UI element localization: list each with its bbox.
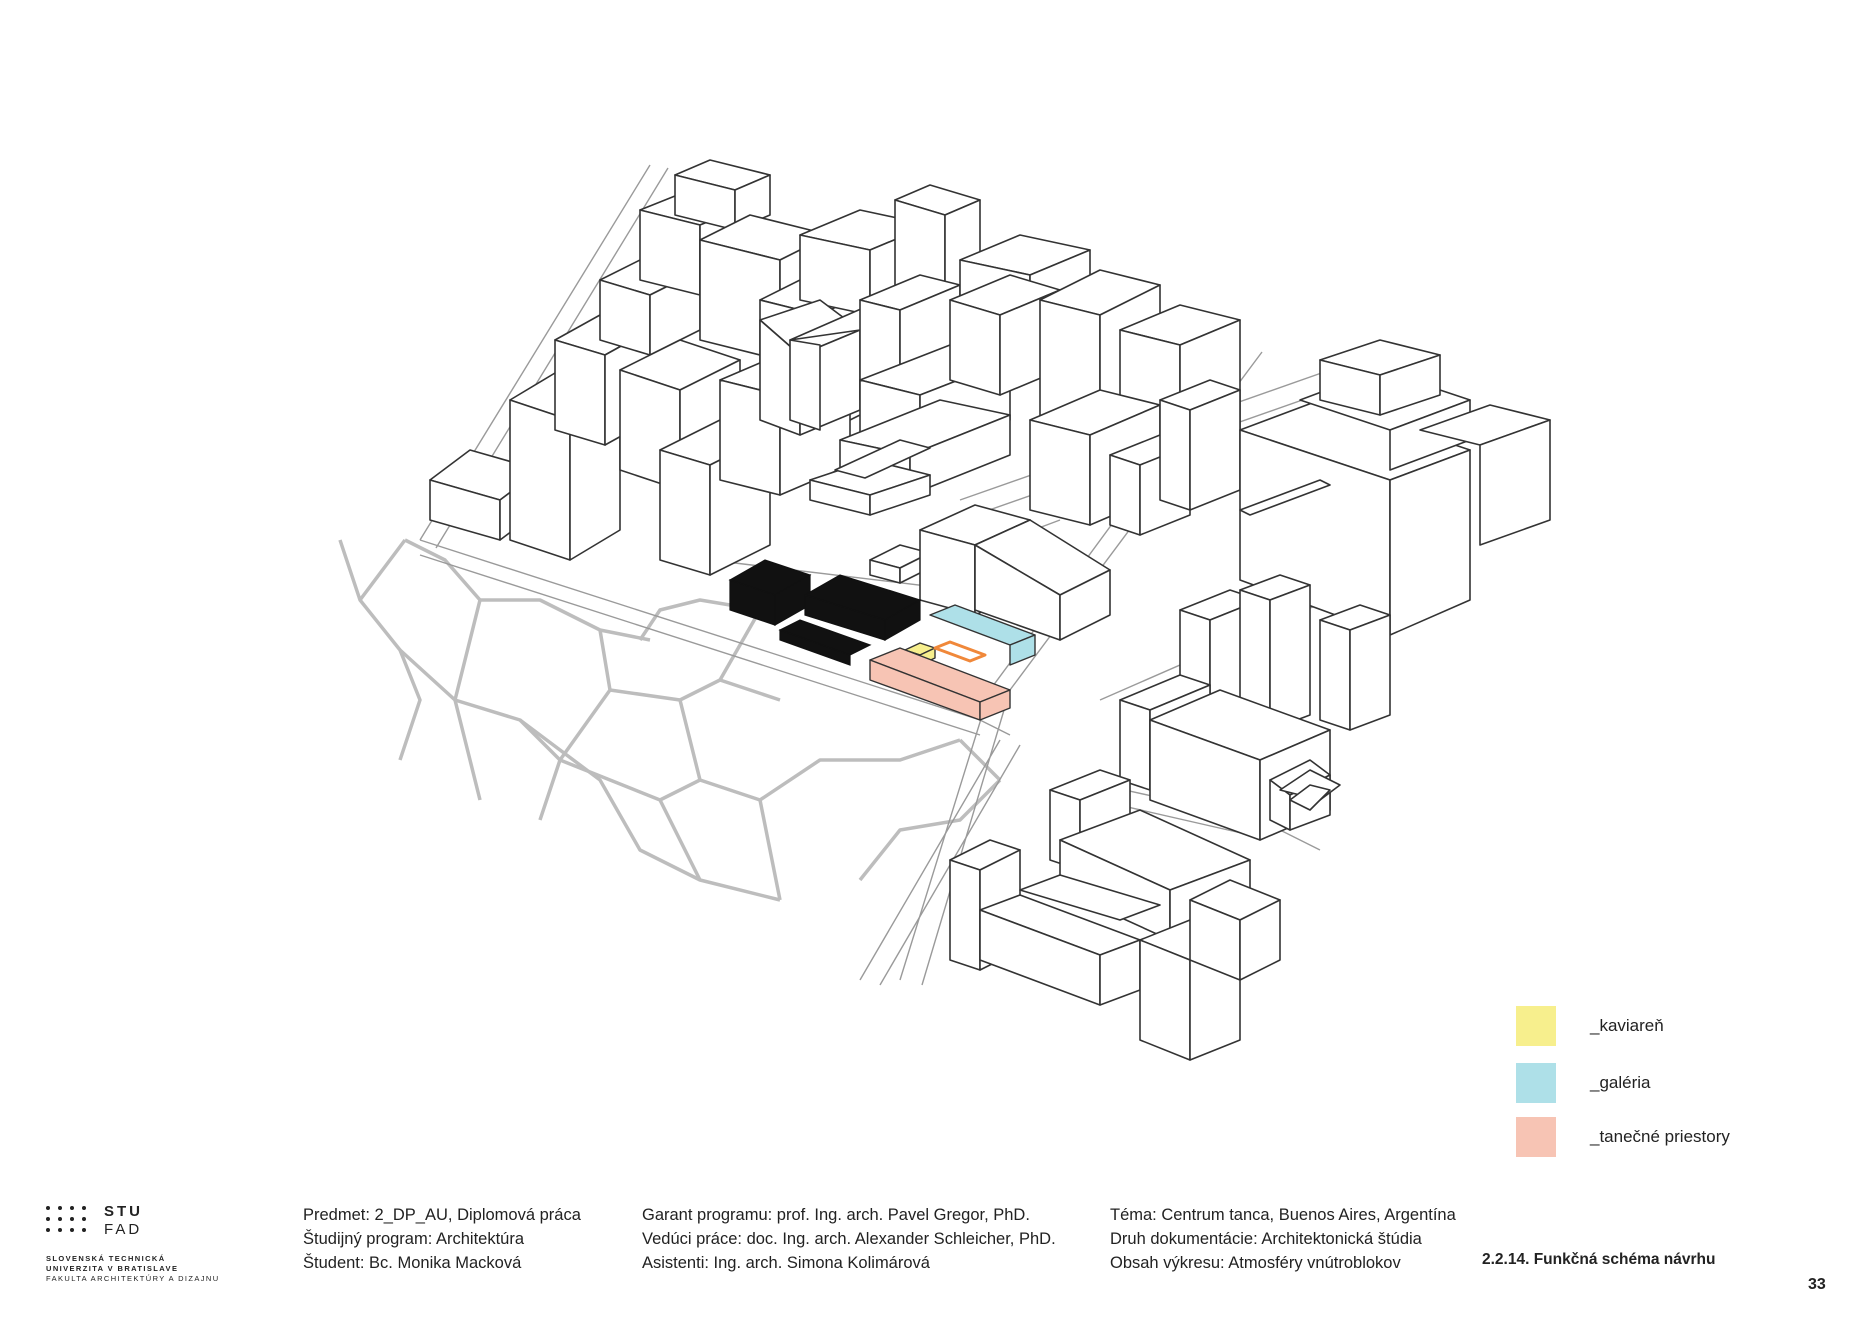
logo-sub-2: UNIVERZITA V BRATISLAVE — [46, 1264, 179, 1273]
orange-courtyard-frame — [933, 640, 987, 663]
footer-veduci: Vedúci práce: doc. Ing. arch. Alexander … — [642, 1230, 1056, 1248]
proposed-buildings-black — [728, 559, 922, 666]
legend-item-kaviaren: _kaviareň — [1516, 1006, 1664, 1046]
footer-studijny-program: Študijný program: Architektúra — [303, 1230, 525, 1248]
footer-predmet: Predmet: 2_DP_AU, Diplomová práca — [303, 1206, 581, 1224]
legend-item-galeria: _galéria — [1516, 1063, 1651, 1103]
logo-sub-3: FAKULTA ARCHITEKTÚRY A DIZAJNU — [46, 1274, 220, 1283]
function-volumes — [869, 604, 1036, 721]
footer-druh: Druh dokumentácie: Architektonická štúdi… — [1110, 1230, 1422, 1248]
logo-sub-1: SLOVENSKÁ TECHNICKÁ — [46, 1254, 166, 1263]
existing-buildings — [429, 159, 1551, 1061]
legend-item-tanecne-priestory: _tanečné priestory — [1516, 1117, 1730, 1157]
legend-swatch-tanecne-priestory — [1516, 1117, 1556, 1157]
page-number: 33 — [1808, 1276, 1826, 1293]
footer-column-3: Téma: Centrum tanca, Buenos Aires, Argen… — [1110, 1203, 1456, 1275]
footer-tema: Téma: Centrum tanca, Buenos Aires, Argen… — [1110, 1206, 1456, 1224]
legend-label-kaviaren: _kaviareň — [1590, 1016, 1664, 1035]
logo-dots-icon — [46, 1206, 96, 1240]
legend-swatch-kaviaren — [1516, 1006, 1556, 1046]
footer-column-1: Predmet: 2_DP_AU, Diplomová práca Študij… — [303, 1203, 581, 1275]
legend-label-tanecne-priestory: _tanečné priestory — [1590, 1127, 1730, 1146]
footer-column-2: Garant programu: prof. Ing. arch. Pavel … — [642, 1203, 1056, 1275]
footer-student: Študent: Bc. Monika Macková — [303, 1254, 522, 1272]
footer-garant: Garant programu: prof. Ing. arch. Pavel … — [642, 1206, 1030, 1224]
sheet-title: 2.2.14. Funkčná schéma návrhu — [1482, 1251, 1716, 1268]
legend-label-galeria: _galéria — [1590, 1073, 1651, 1092]
logo-line-2: FAD — [104, 1221, 143, 1238]
legend-swatch-galeria — [1516, 1063, 1556, 1103]
footer-obsah: Obsah výkresu: Atmosféry vnútroblokov — [1110, 1254, 1401, 1272]
logo-line-1: STU — [104, 1203, 143, 1220]
footer-asistenti: Asistenti: Ing. arch. Simona Kolimárová — [642, 1254, 930, 1272]
